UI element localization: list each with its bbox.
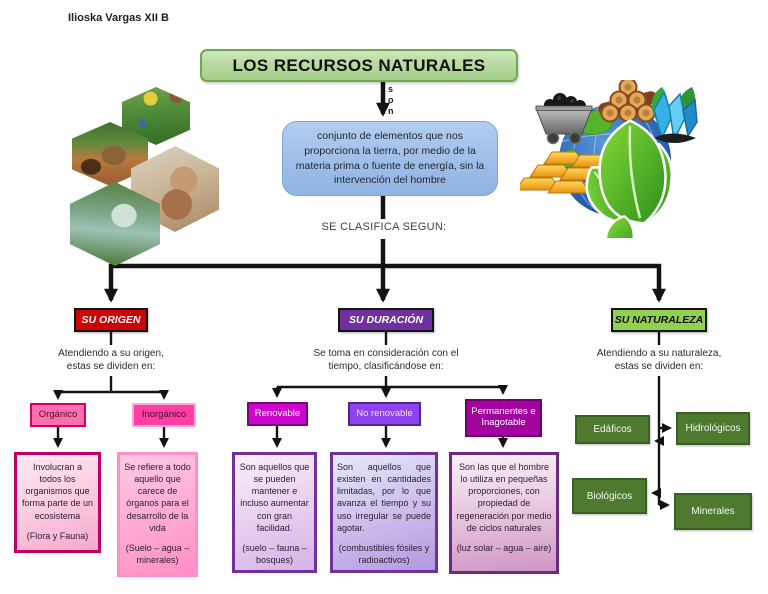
classification-label: SE CLASIFICA SEGUN: — [321, 221, 447, 233]
permanentes-box: Permanentes e Inagotable — [465, 399, 542, 437]
earth-resources-illustration — [520, 80, 698, 238]
page-title: LOS RECURSOS NATURALES — [200, 49, 518, 82]
category-su-duracion: SU DURACIÓN — [338, 308, 434, 332]
description-text: Involucran a todos los organismos que fo… — [21, 462, 94, 521]
category-su-origen: SU ORIGEN — [74, 308, 148, 332]
son-letter: o — [388, 95, 394, 105]
wood-logs-icon — [598, 80, 658, 123]
organico-description-box: Involucran a todos los organismos que fo… — [14, 452, 101, 553]
minerales-box: Minerales — [674, 493, 752, 530]
category-su-naturaleza: SU NATURALEZA — [611, 308, 707, 332]
edaficos-box: Edáficos — [575, 415, 650, 444]
description-text: Son las que el hombre lo utiliza en pequ… — [456, 462, 552, 533]
no-renovable-description-box: Son aquellos que existen en cantidades l… — [330, 452, 438, 573]
examples-text: (suelo – fauna – bosques) — [242, 542, 307, 565]
son-letter: n — [388, 106, 394, 116]
examples-text: (combustibles fósiles y radioactivos) — [338, 542, 430, 565]
waterfall-photo-hexagon — [70, 182, 160, 266]
naturaleza-subtitle: Atendiendo a su naturaleza, estas se div… — [596, 348, 722, 373]
renovable-description-box: Son aquellos que se pueden mantener e in… — [232, 452, 317, 573]
crystals-icon — [651, 87, 698, 143]
hidrologicos-box: Hidrológicos — [676, 412, 750, 445]
description-text: Son aquellos que existen en cantidades l… — [337, 462, 431, 533]
biologicos-box: Biológicos — [572, 478, 647, 514]
examples-text: (Suelo – agua – minerales) — [125, 542, 190, 565]
inorganico-description-box: Se refiere a todo aquello que carece de … — [117, 452, 198, 577]
no-renovable-box: No renovable — [348, 402, 421, 426]
inorganico-box: Inorgánico — [132, 403, 196, 427]
coal-cart-icon — [535, 93, 593, 145]
pottery-photo-hexagon — [131, 146, 219, 232]
son-letter: s — [388, 84, 394, 94]
description-text: Son aquellos que se pueden mantener e in… — [239, 462, 310, 533]
duracion-subtitle: Se toma en consideración con el tiempo, … — [313, 348, 459, 373]
author-text: Ilioska Vargas XII B — [68, 12, 169, 24]
farm-photo-hexagon — [122, 87, 190, 145]
definition-box: conjunto de elementos que nos proporcion… — [282, 121, 498, 196]
organico-box: Orgánico — [30, 403, 86, 427]
examples-text: (Flora y Fauna) — [26, 530, 89, 541]
wildlife-photo-hexagon — [72, 122, 148, 186]
son-connector-label: s o n — [388, 84, 402, 116]
leaves-icon — [585, 119, 674, 238]
examples-text: (luz solar – agua – aire) — [456, 542, 552, 553]
origen-subtitle: Atendiendo a su origen, estas se dividen… — [58, 348, 164, 373]
permanentes-description-box: Son las que el hombre lo utiliza en pequ… — [449, 452, 559, 574]
renovable-box: Renovable — [247, 402, 308, 426]
description-text: Se refiere a todo aquello que carece de … — [124, 462, 191, 533]
